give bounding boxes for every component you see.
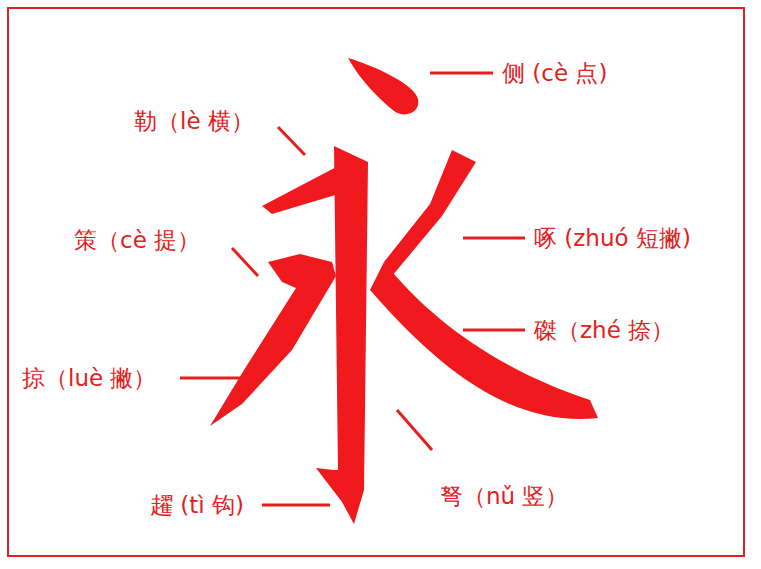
leader-line bbox=[463, 329, 525, 332]
stroke-label: 掠（luè 撇） bbox=[20, 365, 158, 391]
stroke-label: 勒（lè 横） bbox=[132, 108, 256, 134]
rising-and-sweep-stroke bbox=[210, 254, 336, 426]
stroke-label: 策（cè 提） bbox=[72, 227, 202, 253]
leader-line bbox=[430, 72, 493, 75]
vertical-hook-stroke bbox=[316, 146, 368, 524]
stroke-label: 趯 (tì 钩) bbox=[148, 492, 246, 518]
leader-line bbox=[278, 127, 305, 155]
leader-line bbox=[232, 248, 258, 276]
stroke-label: 啄 (zhuó 短撇) bbox=[532, 225, 693, 251]
leader-line bbox=[463, 237, 525, 240]
stroke-label: 磔（zhé 捺） bbox=[532, 317, 676, 343]
leader-line bbox=[397, 410, 432, 450]
leader-lines bbox=[180, 73, 525, 505]
yong-character bbox=[210, 58, 598, 524]
dot-stroke bbox=[348, 58, 418, 114]
short-sweep-stroke bbox=[384, 150, 476, 276]
leader-line bbox=[262, 504, 330, 507]
stroke-label: 弩（nǔ 竖） bbox=[438, 483, 570, 509]
leader-line bbox=[180, 377, 245, 380]
frame-border bbox=[8, 8, 744, 556]
stroke-label: 侧 (cè 点) bbox=[500, 60, 609, 86]
